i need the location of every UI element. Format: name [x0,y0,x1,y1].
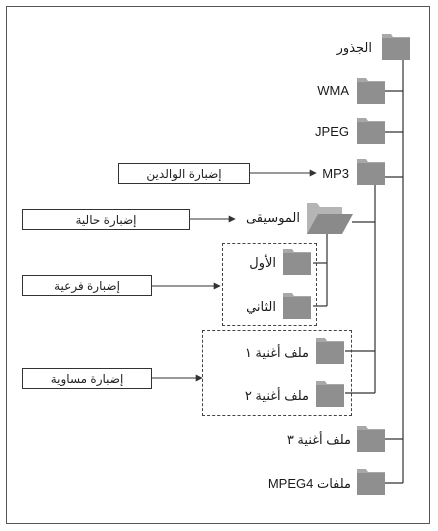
folder-icon-mpeg4 [357,469,385,495]
callout-parent-folder: إضبارة الوالدين [118,163,250,184]
label-mpeg4: ملفات MPEG4 [267,476,351,491]
folder-icon-second [283,293,311,319]
subfolder-group-box [222,243,317,326]
sibling-group-box [202,330,352,416]
label-mp3: MP3 [322,166,349,181]
folder-open-icon-music [307,203,353,234]
folder-icon-song2 [316,381,344,407]
label-jpeg: JPEG [315,124,349,139]
label-second: الثاني [246,299,276,314]
label-song3: ملف أغنية ٣ [286,432,351,447]
callout-current-folder: إضبارة حالية [22,209,190,230]
label-first: الأول [249,255,276,270]
callout-equal-folder: إضبارة مساوية [22,368,152,389]
folder-icon-root [382,34,410,60]
folder-icon-wma [357,78,385,104]
folder-icon-first [283,249,311,275]
folder-icon-song3 [357,426,385,452]
label-music: الموسيقى [245,210,300,225]
folder-icon-jpeg [357,118,385,144]
folder-icon-mp3 [357,159,385,185]
label-song1: ملف أغنية ١ [244,345,309,360]
callout-sub-folder: إضبارة فرعية [22,275,152,296]
label-wma: WMA [317,83,349,98]
label-root: الجذور [336,40,372,55]
label-song2: ملف أغنية ٢ [244,388,309,403]
folder-icon-song1 [316,338,344,364]
